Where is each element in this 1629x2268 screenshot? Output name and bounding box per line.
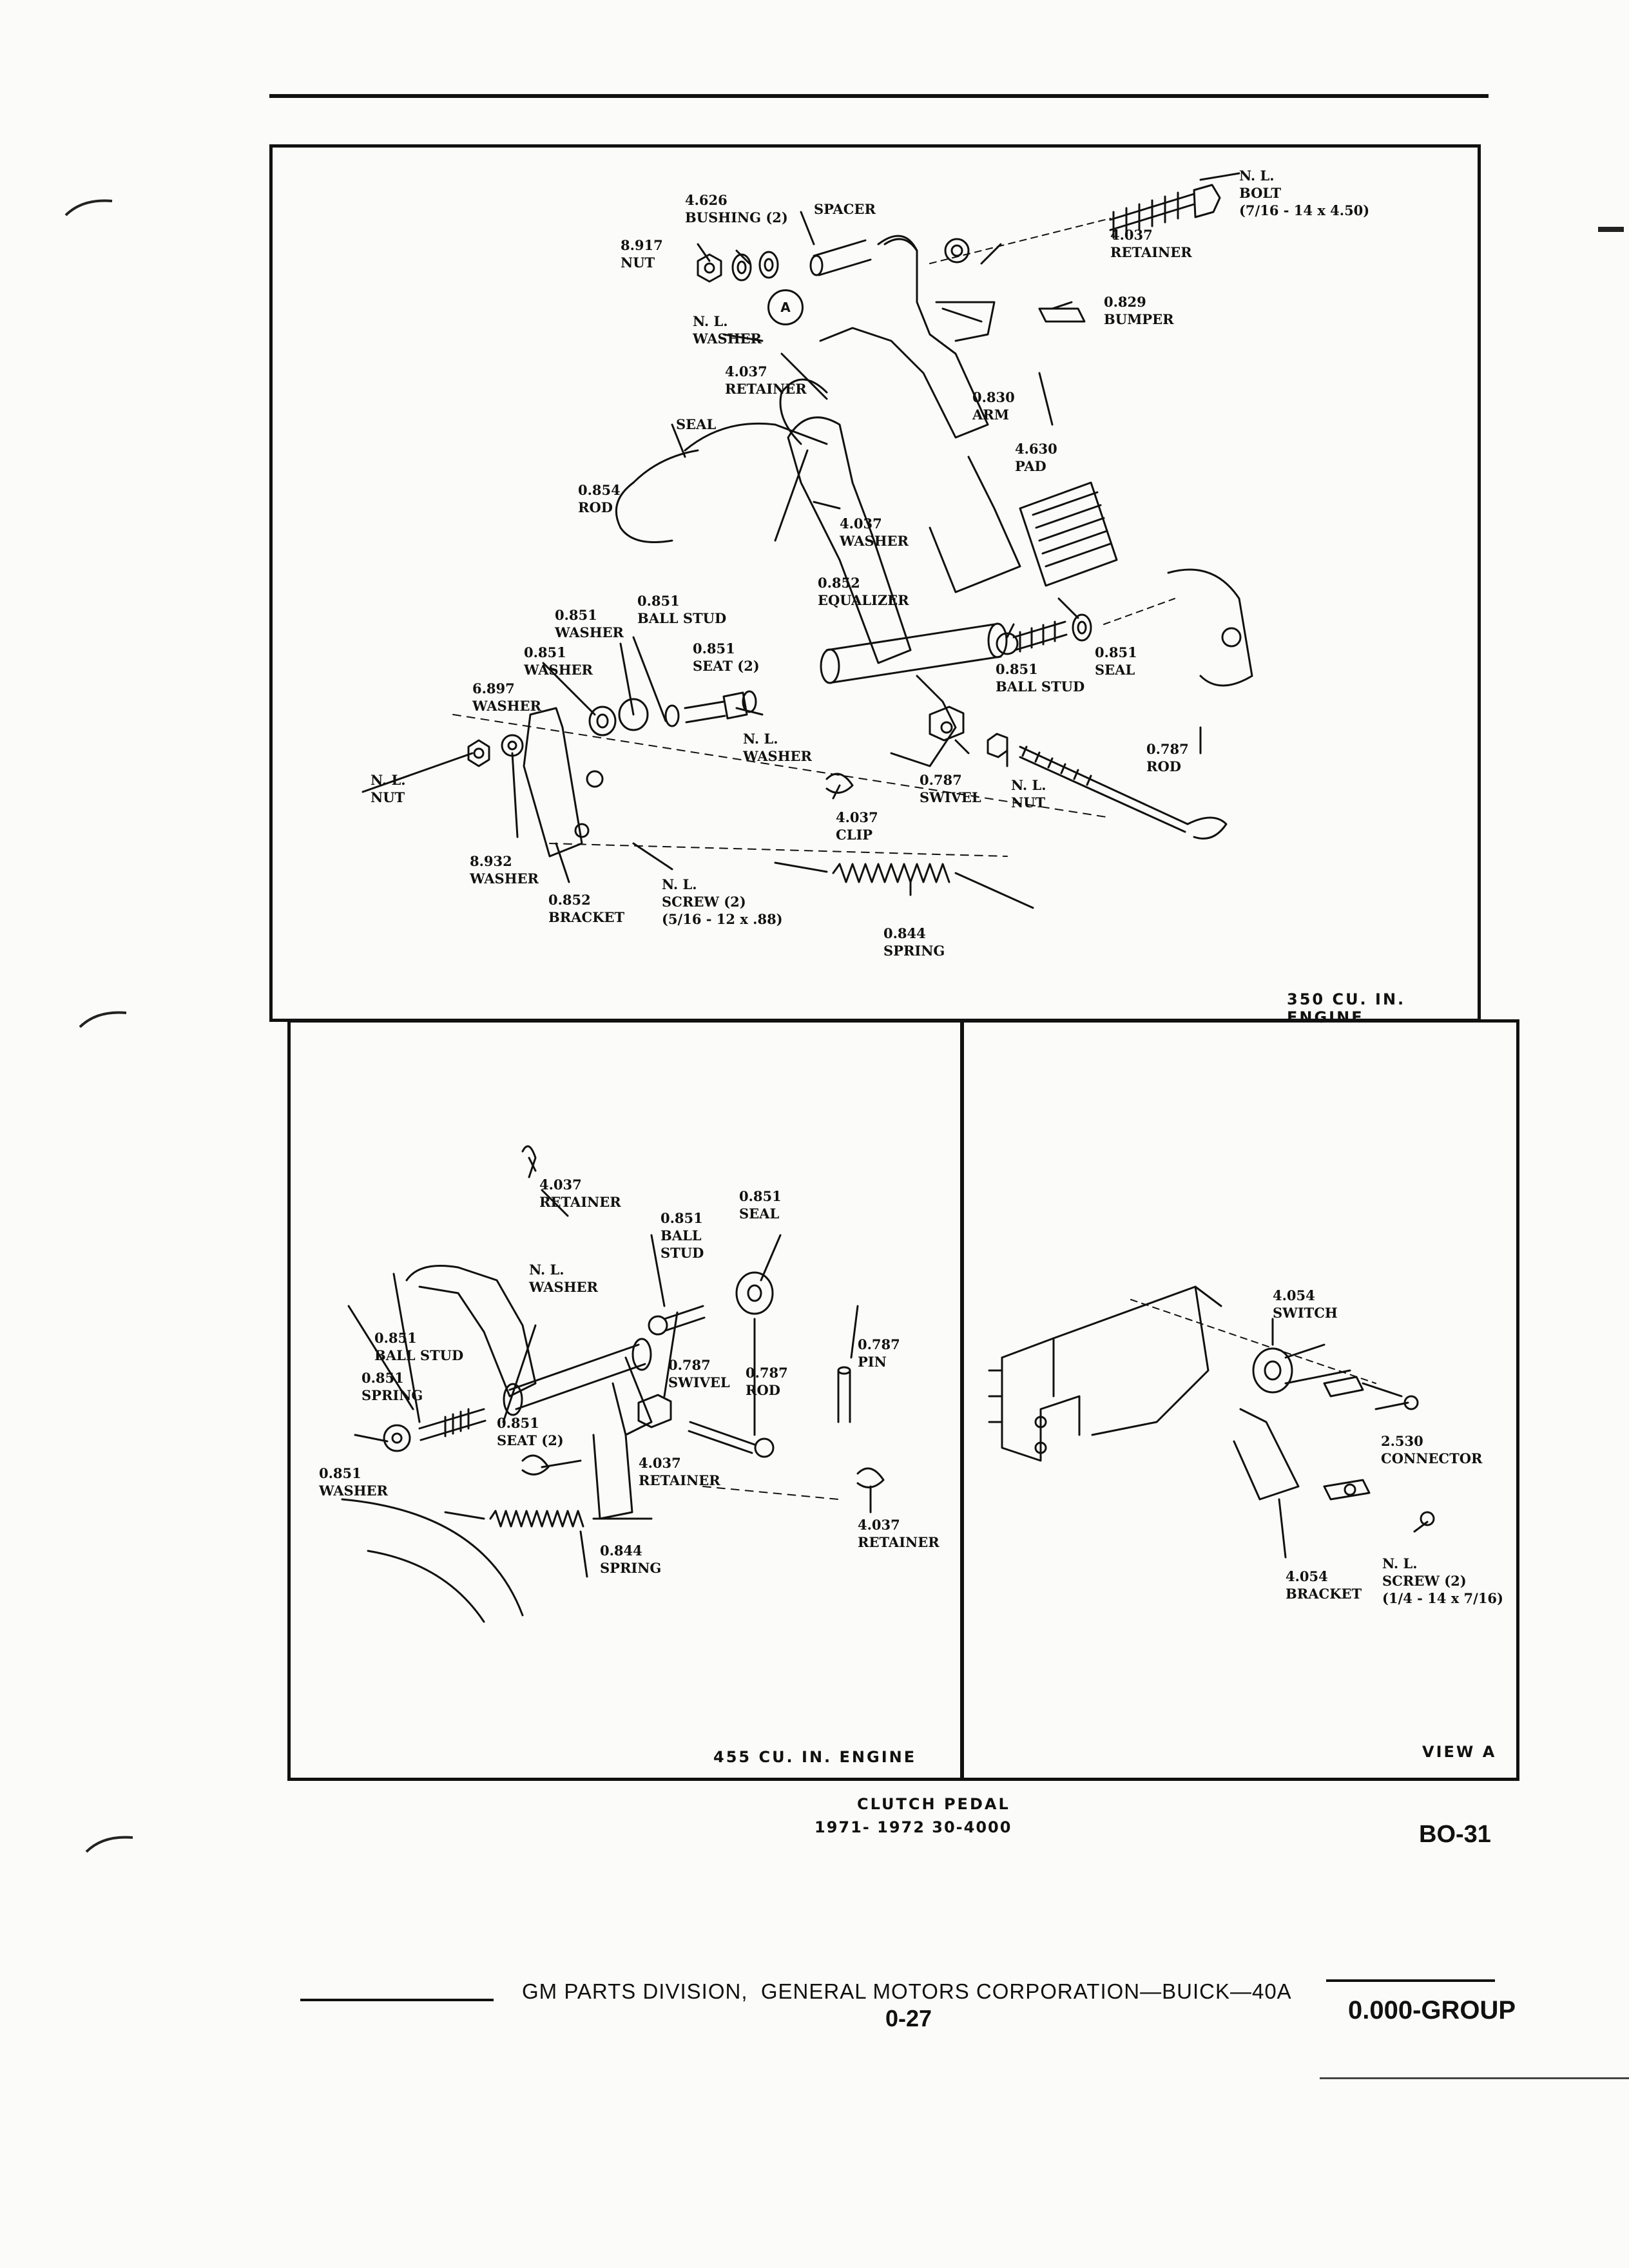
- engine-label-350: 350 CU. IN. ENGINE: [1287, 990, 1406, 1026]
- footer-division: GM PARTS DIVISION, GENERAL MOTORS CORPOR…: [522, 1979, 1292, 2003]
- footer-rule-left: [300, 1999, 494, 2001]
- figure-subtitle: 1971- 1972 30-4000: [815, 1818, 1012, 1836]
- callout-washer-nl-lower: N. L.WASHER: [743, 731, 812, 764]
- callout-nut-nl-left: N. L.NUT: [371, 772, 406, 805]
- page-code: BO-31: [1419, 1821, 1491, 1848]
- view-a-marker: A: [767, 289, 804, 325]
- scan-mark-4: [1598, 227, 1624, 232]
- callout-spacer: SPACER: [814, 201, 876, 217]
- scan-mark-2: [77, 1005, 129, 1031]
- footer-group: 0.000-GROUP: [1348, 1996, 1516, 2024]
- scan-mark-1: [63, 193, 115, 219]
- callout-seal: SEAL: [676, 416, 717, 432]
- callout-washer-455-nl: N. L.WASHER: [529, 1262, 598, 1295]
- bottom-rule: [1320, 2077, 1629, 2079]
- callout-nut-nl-right: N. L.NUT: [1011, 777, 1046, 811]
- drawing-view-a: [988, 1285, 1435, 1559]
- callout-screw-nl: N. L.SCREW (2)(5/16 - 12 x .88): [662, 876, 783, 927]
- callout-washer-nl: N. L.WASHER: [693, 313, 762, 347]
- footer-rule-right: [1326, 1979, 1495, 1982]
- figure-title: CLUTCH PEDAL: [857, 1795, 1010, 1813]
- callout-bolt: N. L.BOLT(7/16 - 14 x 4.50): [1239, 168, 1370, 218]
- drawing-350-engine: [361, 172, 1253, 909]
- drawing-455-engine: [341, 1145, 885, 1623]
- footer-page-number: 0-27: [885, 2005, 932, 2032]
- scan-mark-3: [84, 1830, 135, 1856]
- view-a-label: VIEW A: [1422, 1743, 1497, 1761]
- callout-screw-view-a: N. L.SCREW (2)(1/4 - 14 x 7/16): [1382, 1555, 1503, 1606]
- view-a-letter: A: [780, 300, 791, 315]
- top-rule: [269, 94, 1489, 98]
- engine-label-455: 455 CU. IN. ENGINE: [713, 1748, 917, 1766]
